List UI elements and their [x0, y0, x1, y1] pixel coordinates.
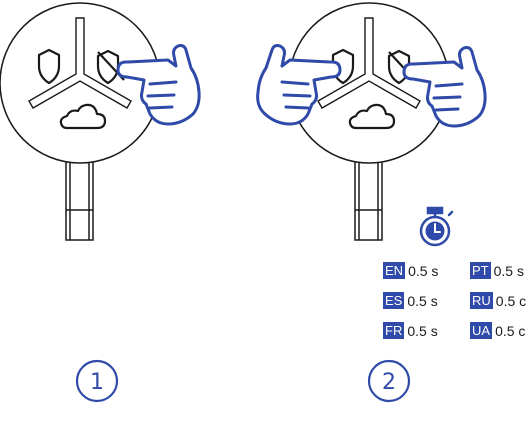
- lang-badge: ES: [383, 292, 405, 309]
- lang-badge: EN: [383, 262, 406, 279]
- device-body: [0, 2, 161, 164]
- lang-badge: UA: [470, 322, 493, 339]
- duration-value: 0.5 s: [407, 323, 438, 339]
- button-dividers: [317, 17, 421, 109]
- hand-pointer-icon: [256, 44, 342, 126]
- duration-value: 0.5 c: [495, 293, 527, 309]
- duration-value: 0.5 c: [495, 323, 526, 339]
- cloud-icon: [348, 103, 396, 130]
- lang-badge: PT: [470, 262, 491, 279]
- cloud-icon: [59, 103, 107, 130]
- lang-badge: FR: [383, 322, 405, 339]
- device-1: [0, 2, 201, 241]
- button-dividers: [28, 17, 132, 109]
- hand-pointer-icon: [402, 46, 487, 128]
- device-stem: [65, 159, 94, 241]
- shield-icon: [37, 48, 61, 85]
- device-stem: [354, 159, 383, 241]
- stopwatch-icon: [419, 206, 454, 247]
- device-2: [256, 2, 487, 241]
- lang-badge: RU: [470, 292, 493, 309]
- duration-value: 0.5 s: [408, 263, 439, 279]
- step-2-number: 2: [382, 370, 396, 395]
- duration-value: 0.5 s: [407, 293, 438, 309]
- hand-pointer-icon: [116, 44, 201, 126]
- duration-value: 0.5 s: [493, 263, 524, 279]
- step-1-number: 1: [90, 370, 104, 395]
- step-1-marker: 1: [75, 359, 119, 403]
- step-2-marker: 2: [367, 359, 411, 403]
